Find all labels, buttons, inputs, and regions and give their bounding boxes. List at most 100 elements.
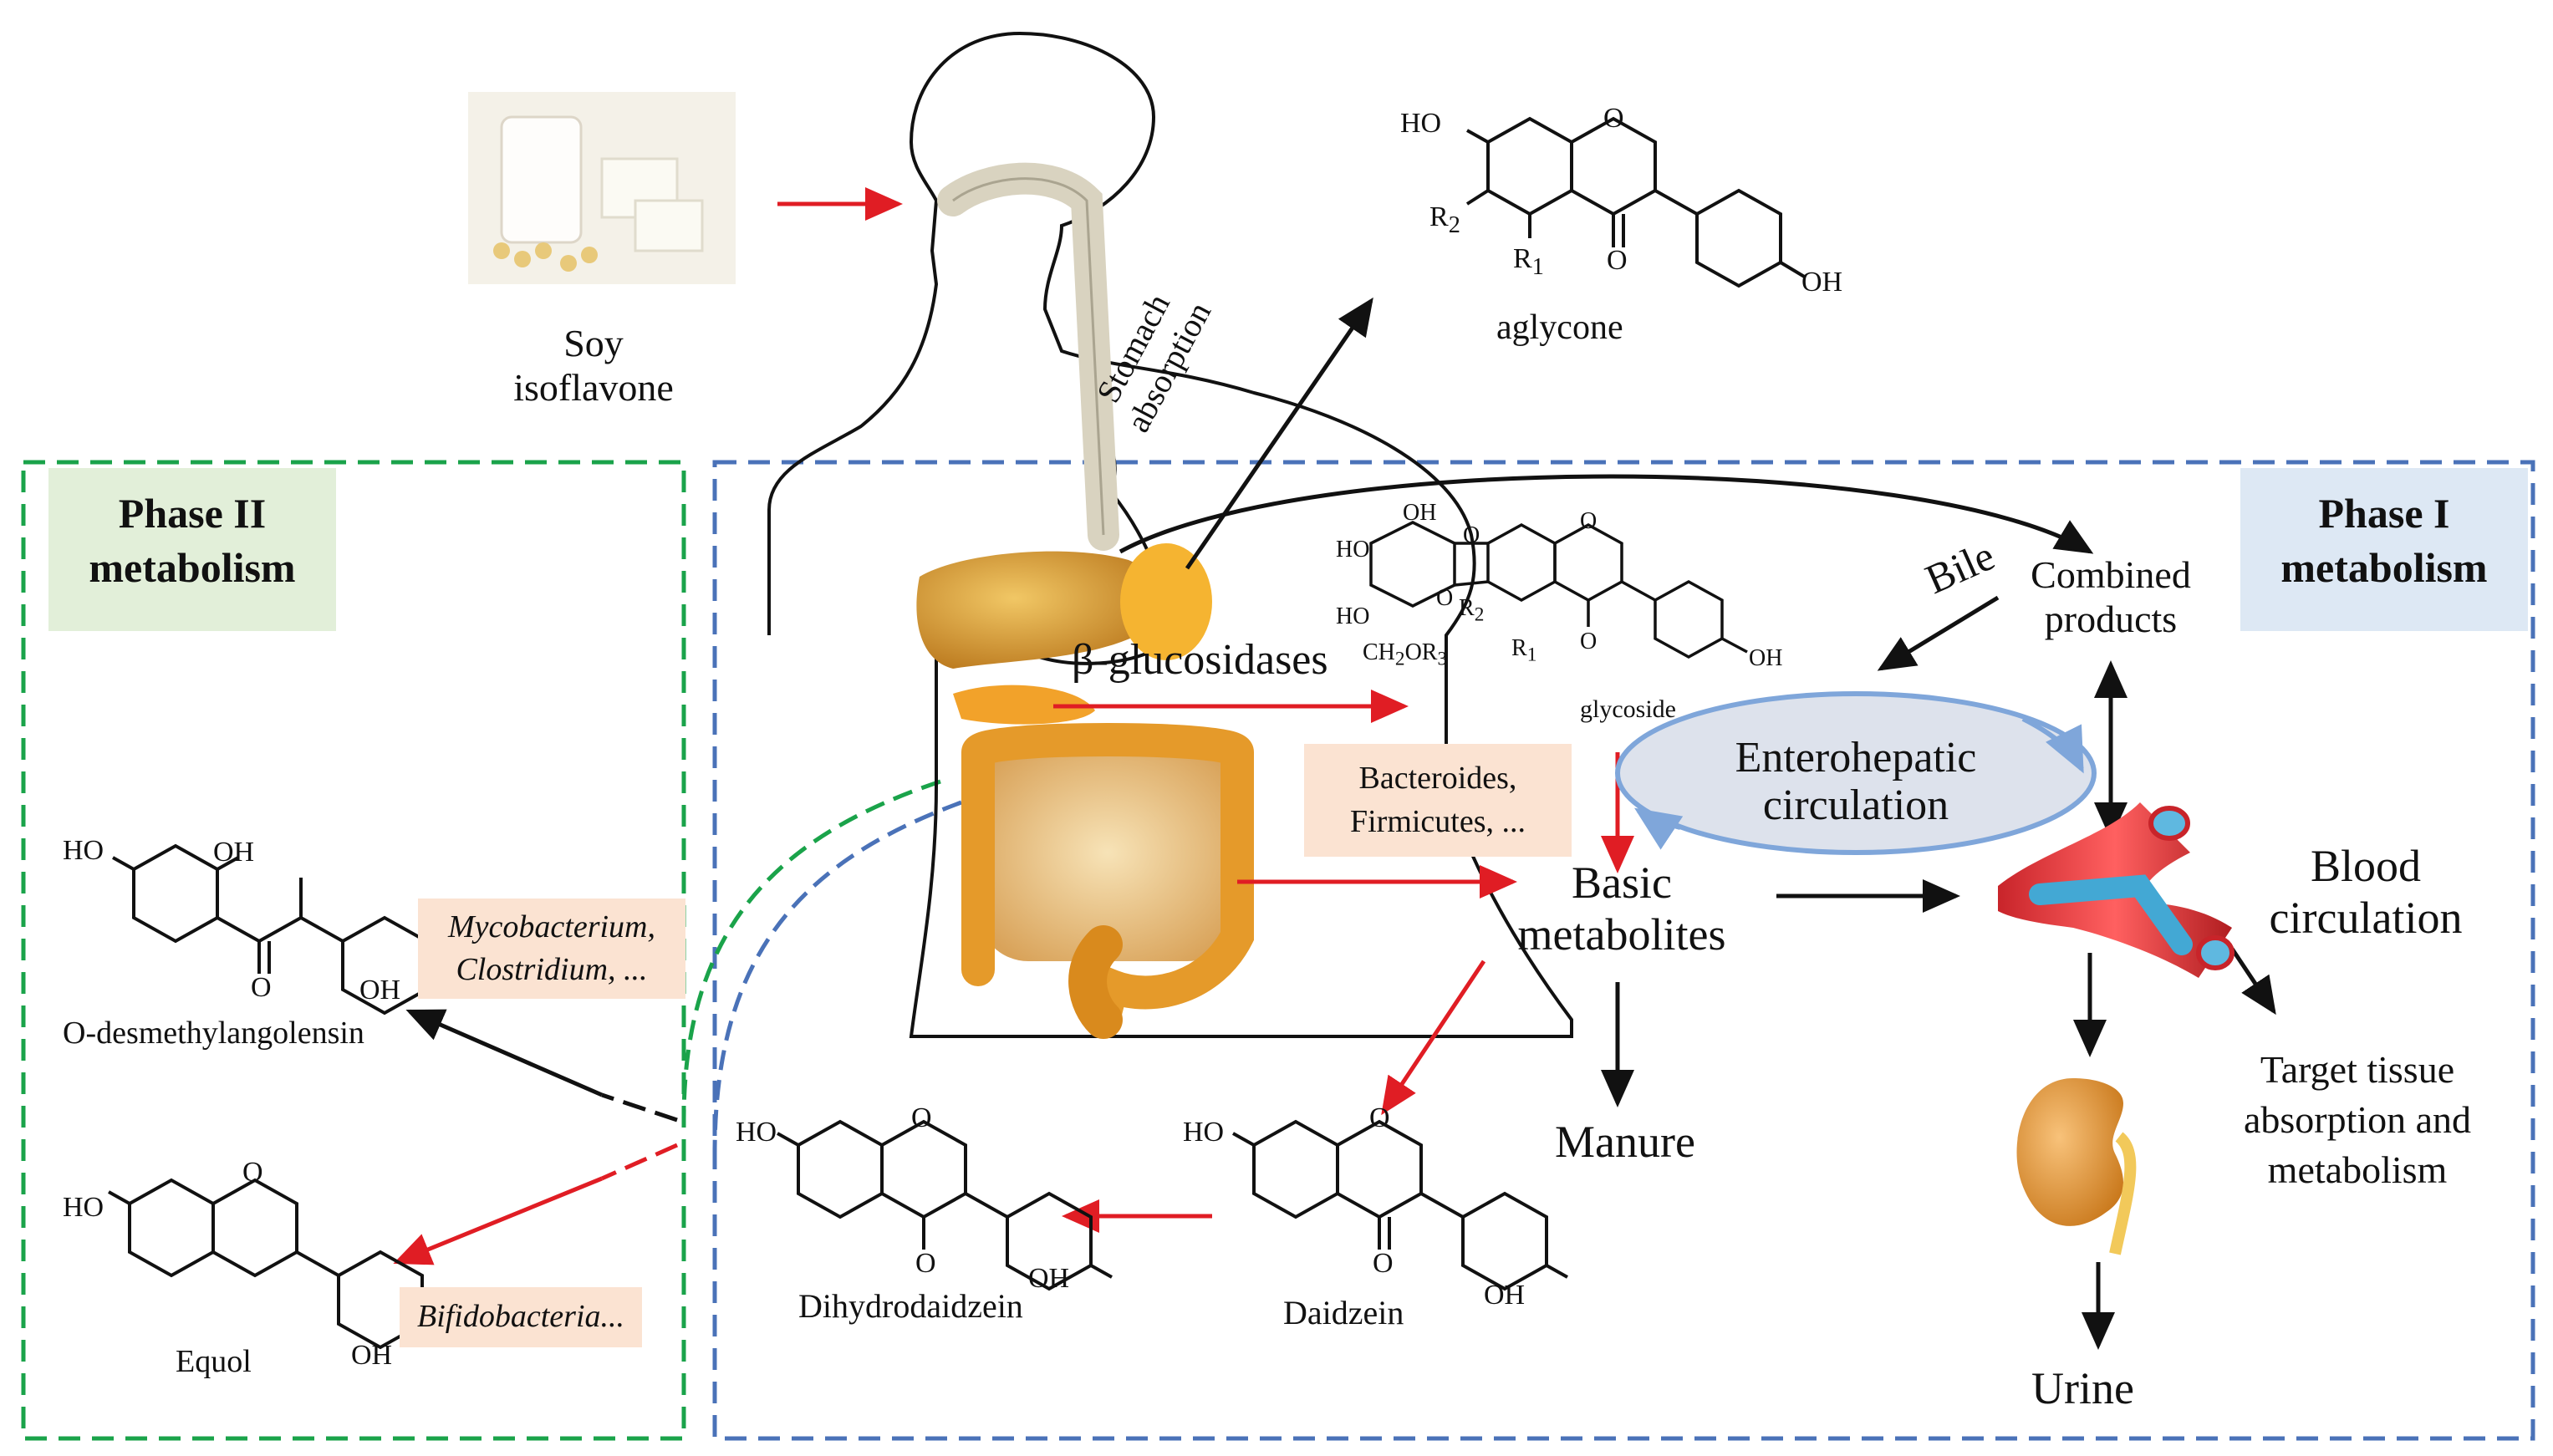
equol-label: Equol [176, 1344, 252, 1379]
glycoside-or3-sub: 3 [1437, 648, 1448, 670]
phase2-title: Phase II metabolism [48, 468, 336, 613]
daidzein-o-keto: O [1373, 1248, 1394, 1279]
phase2-curve [681, 779, 941, 1121]
aglycone-o-keto: O [1607, 245, 1628, 276]
odma-o-keto: O [251, 972, 272, 1003]
enterohepatic-ellipse [1615, 691, 2097, 855]
phase1-curve [712, 800, 962, 1154]
arrow-to-equol-head [393, 1176, 603, 1265]
glycoside-ch2or3: CH2OR3 [1363, 639, 1447, 670]
phase1-line1: Phase I [2318, 490, 2450, 537]
odma-ho: HO [63, 835, 104, 866]
glycoside-o-keto: O [1580, 629, 1598, 654]
glycoside-or3: OR [1404, 639, 1438, 665]
aglycone-r1-sub: 1 [1531, 253, 1544, 280]
glycoside-ch2-sub: 2 [1394, 648, 1405, 670]
target-tissue-label: Target tissue absorption and metabolism [2207, 1045, 2508, 1194]
aglycone-structure [1465, 116, 1807, 288]
phase1-line2: metabolism [2280, 544, 2488, 591]
bacteria1-line2: Firmicutes, ... [1349, 803, 1526, 839]
glycoside-label: glycoside [1580, 695, 1676, 723]
bacteria-box-3: Bifidobacteria... [400, 1287, 642, 1347]
soy-label: Soy isoflavone [468, 322, 719, 410]
arrow-to-equol [600, 1143, 679, 1181]
glycoside-r2-text: R [1459, 595, 1475, 621]
aglycone-r1-text: R [1513, 243, 1532, 274]
daidzein-label: Daidzein [1283, 1294, 1404, 1331]
glycoside-oh1: OH [1403, 500, 1437, 526]
combined-line2: products [2044, 597, 2178, 640]
arrow-stomach-to-aglycone [1185, 297, 1373, 570]
basic-line1: Basic [1572, 858, 1672, 908]
bacteria3-line1: Bifidobacteria... [416, 1299, 625, 1335]
glycoside-oh: OH [1749, 645, 1783, 671]
glycoside-r2-sub: 2 [1474, 603, 1485, 626]
stomach [1120, 543, 1212, 660]
glycoside-ho2: HO [1336, 603, 1370, 629]
target-line2: absorption and [2243, 1097, 2472, 1141]
small-intestine [978, 744, 1237, 961]
bacteria-box-1: Bacteroides, Firmicutes, ... [1304, 744, 1572, 857]
glycoside-ch2: CH [1363, 639, 1395, 665]
blood-circulation-label: Blood circulation [2257, 840, 2474, 944]
esophagus [937, 162, 1119, 551]
combined-line1: Combined [2031, 553, 2191, 596]
glycoside-r1: R1 [1511, 635, 1536, 666]
dihydro-o-ring: O [911, 1102, 932, 1133]
basic-line2: metabolites [1517, 909, 1726, 960]
enterohepatic-arrow-right [2021, 716, 2084, 774]
arrow-to-odma-head [405, 1009, 603, 1097]
enterohepatic-arrow-left [1634, 807, 1684, 850]
bacteria1-line1: Bacteroides, [1358, 761, 1517, 797]
arrow-liver-to-combined [1119, 474, 2094, 554]
arrow-blood-to-target [2229, 947, 2276, 1016]
target-line1: Target tissue [2260, 1048, 2455, 1091]
enterohepatic-line2: circulation [1762, 781, 1949, 830]
equol-structure [108, 1178, 444, 1350]
pancreas [953, 685, 1095, 725]
kidney [2016, 1078, 2123, 1226]
urine-label: Urine [2031, 1363, 2134, 1413]
daidzein-o-ring: O [1369, 1102, 1390, 1133]
aglycone-ho: HO [1400, 108, 1442, 139]
glycoside-r1-text: R [1511, 635, 1527, 661]
arrow-bile [1877, 595, 2000, 671]
odma-label: O-desmethylangolensin [63, 1016, 364, 1051]
bacteria2-line1: Mycobacterium, [448, 909, 655, 944]
glycoside-o-ring: O [1580, 508, 1598, 534]
glycoside-ho1: HO [1336, 537, 1370, 563]
dihydro-oh: OH [1028, 1263, 1070, 1294]
arrow-basic-to-daidzein [1381, 960, 1486, 1116]
phase1-region [712, 460, 2535, 1441]
phase2-line1: Phase II [118, 490, 267, 537]
equol-o-ring: O [242, 1157, 263, 1188]
aglycone-r1: R1 [1513, 242, 1544, 281]
aglycone-label: aglycone [1496, 308, 1623, 347]
equol-ho: HO [63, 1192, 104, 1223]
odma-oh2: OH [359, 975, 401, 1005]
basic-metabolites-label: Basic metabolites [1496, 857, 1747, 960]
glycoside-r2: R2 [1459, 595, 1484, 626]
aglycone-oh: OH [1801, 267, 1843, 298]
dihydro-o-keto: O [915, 1248, 936, 1279]
manure-label: Manure [1555, 1117, 1695, 1167]
target-line3: metabolism [2267, 1148, 2448, 1191]
daidzein-ho: HO [1183, 1117, 1225, 1148]
glycoside-structure [1369, 521, 1748, 659]
daidzein-structure [1232, 1119, 1568, 1291]
aglycone-r2: R2 [1429, 201, 1460, 239]
phase2-line2: metabolism [89, 544, 296, 591]
dihydro-label: Dihydrodaidzein [798, 1287, 1023, 1325]
dihydro-ho: HO [736, 1117, 777, 1148]
phase1-title: Phase I metabolism [2240, 468, 2528, 613]
bacteria2-line2: Clostridium, ... [456, 952, 648, 987]
soy-line1: Soy [563, 322, 624, 364]
blood-line2: circulation [2269, 893, 2463, 944]
odma-oh1: OH [213, 837, 255, 868]
combined-label: Combined products [2002, 553, 2219, 642]
glycoside-r1-sub: 1 [1526, 644, 1537, 666]
rectum [1068, 925, 1123, 1039]
arrow-to-odma [601, 1092, 678, 1123]
glycoside-o-glyc: O [1463, 522, 1480, 548]
